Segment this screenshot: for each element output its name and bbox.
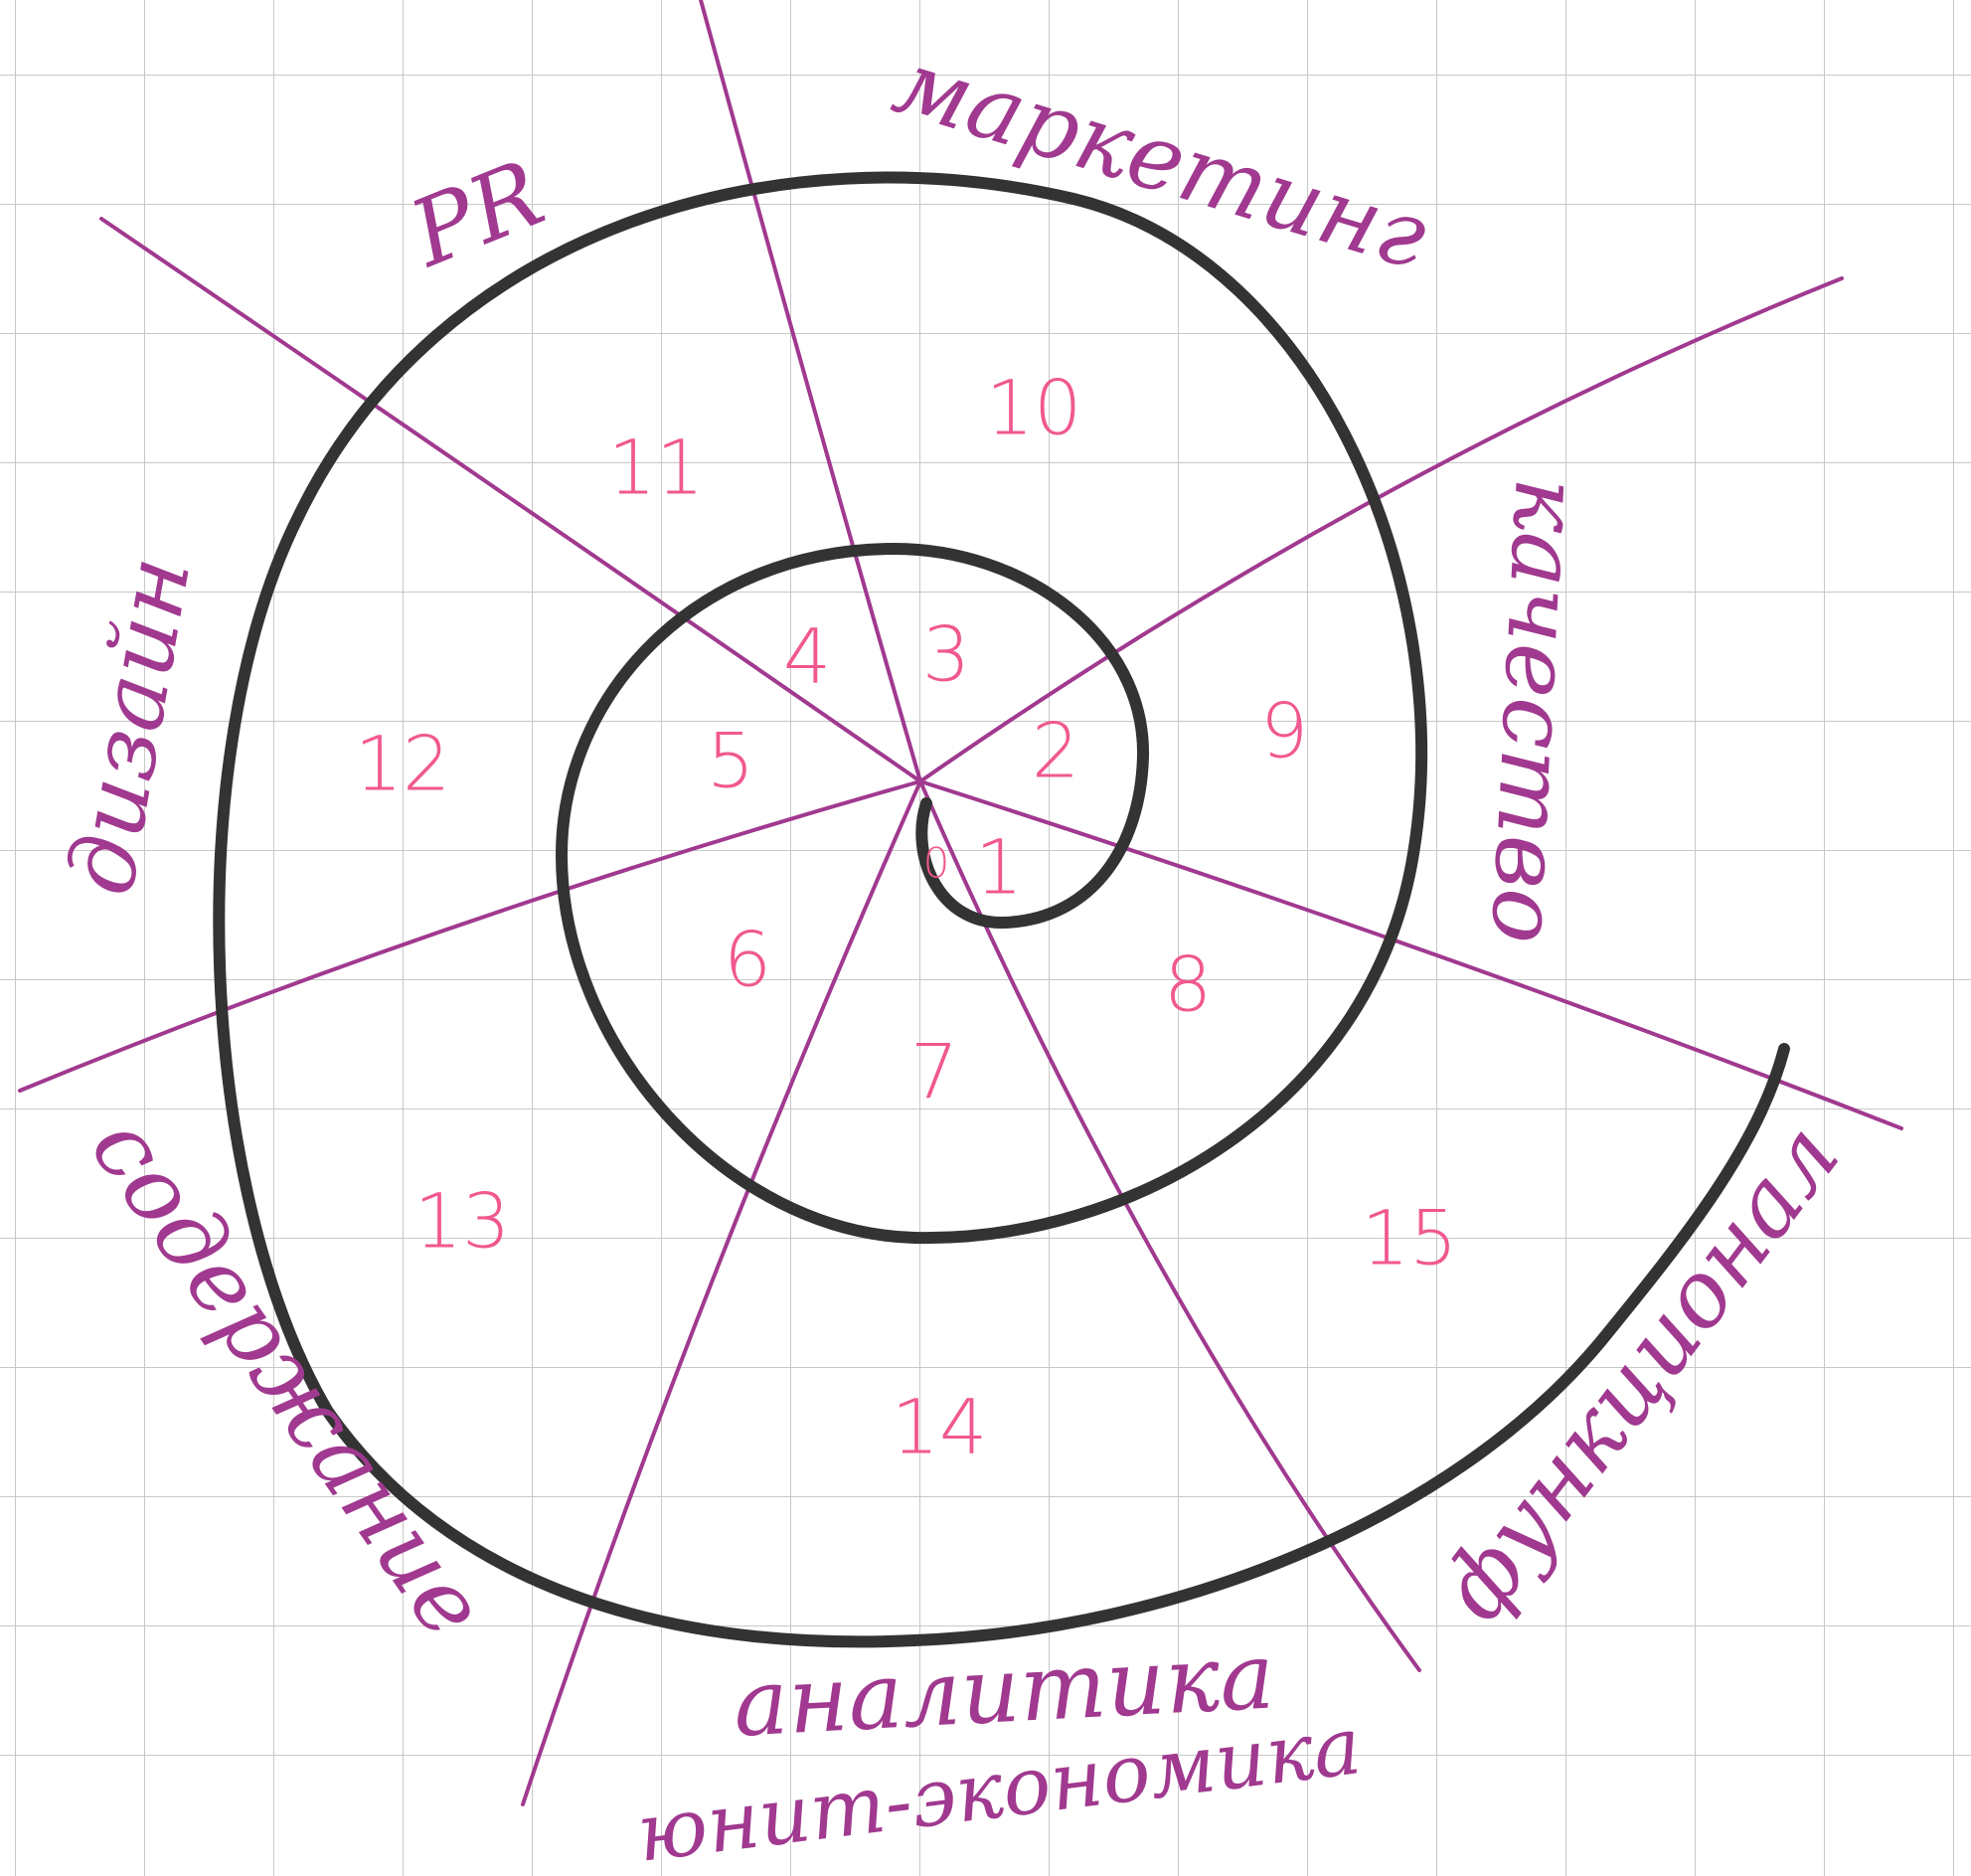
center-mark: 0	[923, 839, 950, 888]
sector-number-14: 14	[892, 1383, 988, 1471]
sector-number-11: 11	[608, 424, 705, 512]
sector-number-13: 13	[414, 1177, 511, 1266]
sector-number-15: 15	[1362, 1194, 1458, 1282]
sector-numbers: 1 2 3 4 5 6 7 8 9 10 11 12 13 14 15	[355, 364, 1458, 1471]
divider-line-upper-left	[99, 217, 922, 783]
sector-number-10: 10	[986, 364, 1082, 452]
divider-line-right	[918, 779, 1903, 1130]
divider-lines	[18, 0, 1903, 1806]
sector-number-9: 9	[1260, 687, 1308, 775]
divider-line-top	[699, 0, 922, 783]
sector-number-5: 5	[707, 717, 754, 805]
spiral-curve	[213, 171, 1790, 1648]
sector-number-6: 6	[724, 916, 771, 1004]
divider-line-left	[18, 779, 922, 1093]
label-quality: качество	[1470, 475, 1600, 946]
divider-line-bottom	[521, 779, 922, 1806]
sector-number-3: 3	[922, 610, 970, 699]
sector-number-4: 4	[783, 612, 831, 701]
sector-number-2: 2	[1032, 707, 1079, 795]
sector-number-1: 1	[975, 823, 1023, 912]
sector-number-7: 7	[910, 1028, 958, 1116]
divider-line-lower-right	[918, 779, 1421, 1672]
sector-number-8: 8	[1164, 940, 1212, 1029]
sector-number-12: 12	[355, 720, 451, 808]
